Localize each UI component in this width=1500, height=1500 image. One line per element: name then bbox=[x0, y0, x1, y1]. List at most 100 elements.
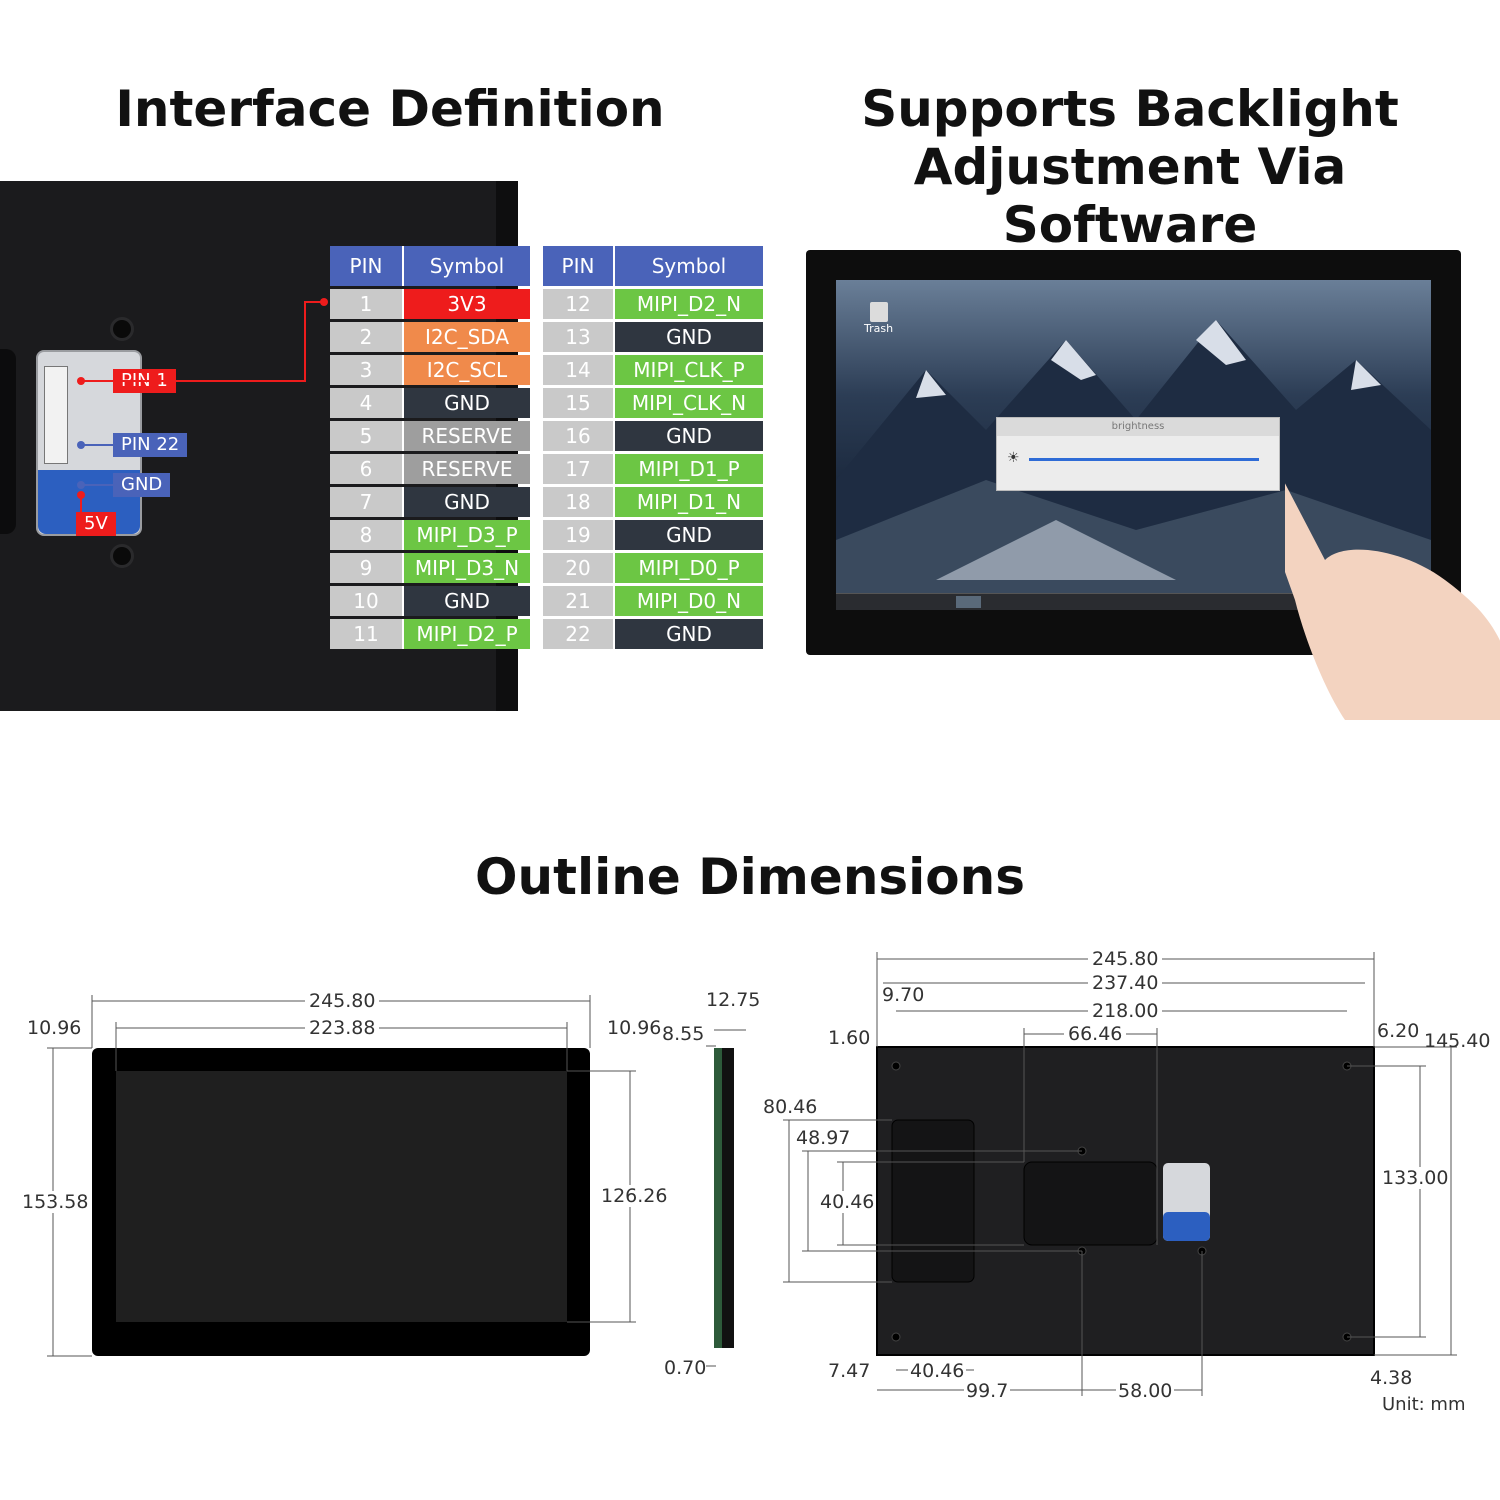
symbol-header: Symbol bbox=[404, 246, 530, 286]
brightness-slider[interactable] bbox=[1029, 458, 1259, 461]
pin-symbol: MIPI_D3_P bbox=[404, 520, 530, 550]
dim-back-box-width: 66.46 bbox=[1064, 1023, 1127, 1045]
pin-symbol: GND bbox=[615, 322, 763, 352]
dim-back-height: 145.40 bbox=[1424, 1030, 1491, 1052]
dim-side-bottom: 0.70 bbox=[664, 1357, 707, 1379]
fpc-connector bbox=[44, 366, 68, 464]
pin-number: 15 bbox=[543, 388, 615, 418]
dim-back-right-offset: 6.20 bbox=[1377, 1020, 1420, 1042]
pin-number: 19 bbox=[543, 520, 615, 550]
pin-symbol: GND bbox=[404, 586, 530, 616]
dim-back-hole-left: 9.70 bbox=[882, 984, 925, 1006]
trash-icon bbox=[870, 302, 888, 322]
dim-back-bottom-span2: 58.00 bbox=[1116, 1380, 1175, 1402]
pin-symbol: MIPI_D1_N bbox=[615, 487, 763, 517]
sun-icon: ☀ bbox=[1007, 450, 1020, 466]
pin-number: 18 bbox=[543, 487, 615, 517]
dim-back-holes-span: 218.00 bbox=[1088, 1000, 1163, 1022]
pin-symbol: MIPI_D0_N bbox=[615, 586, 763, 616]
pin-symbol: MIPI_D3_N bbox=[404, 553, 530, 583]
pin-number: 3 bbox=[330, 355, 404, 385]
dim-front-height: 153.58 bbox=[22, 1191, 89, 1213]
pin-symbol: GND bbox=[615, 619, 763, 649]
pin-symbol: GND bbox=[404, 388, 530, 418]
pin-number: 21 bbox=[543, 586, 615, 616]
pin-symbol: I2C_SDA bbox=[404, 322, 530, 352]
panel-cutout bbox=[0, 349, 16, 534]
pin-symbol: GND bbox=[404, 487, 530, 517]
pin-number: 2 bbox=[330, 322, 404, 352]
backlight-title: Supports Backlight Adjustment Via Softwa… bbox=[790, 80, 1470, 254]
pin-number: 4 bbox=[330, 388, 404, 418]
dim-back-bottom-offset: 7.47 bbox=[828, 1360, 871, 1382]
gnd-label: GND bbox=[113, 473, 171, 497]
taskbar-button[interactable] bbox=[956, 596, 981, 608]
pin-symbol: RESERVE bbox=[404, 454, 530, 484]
dim-side-depth: 8.55 bbox=[662, 1023, 705, 1045]
interface-definition-title: Interface Definition bbox=[115, 80, 665, 138]
pin-symbol: I2C_SCL bbox=[404, 355, 530, 385]
dim-back-width2: 237.40 bbox=[1088, 972, 1163, 994]
backlight-title-line1: Supports Backlight bbox=[861, 80, 1399, 138]
pin-number: 20 bbox=[543, 553, 615, 583]
dim-front-active-height: 126.26 bbox=[601, 1185, 668, 1207]
pin-number: 6 bbox=[330, 454, 404, 484]
trash-desktop-icon[interactable]: Trash bbox=[864, 302, 893, 335]
dim-back-bottom-span: 99.7 bbox=[964, 1380, 1011, 1402]
pin-number: 12 bbox=[543, 289, 615, 319]
pin-number: 8 bbox=[330, 520, 404, 550]
dim-side-thickness: 12.75 bbox=[706, 989, 761, 1011]
pin-symbol: RESERVE bbox=[404, 421, 530, 451]
finger-hand bbox=[1285, 483, 1500, 720]
dim-back-bottom-right: 4.38 bbox=[1370, 1367, 1413, 1389]
pin-number: 13 bbox=[543, 322, 615, 352]
screw-hole bbox=[110, 544, 134, 568]
pin-number: 17 bbox=[543, 454, 615, 484]
pin-header: PIN bbox=[330, 246, 404, 286]
dim-back-width: 245.80 bbox=[1088, 948, 1163, 970]
pin-number: 22 bbox=[543, 619, 615, 649]
taskbar bbox=[836, 593, 1431, 610]
pin-symbol: MIPI_D2_N bbox=[615, 289, 763, 319]
backlight-title-line2: Adjustment Via Software bbox=[913, 138, 1347, 254]
pin-header: PIN bbox=[543, 246, 615, 286]
pin-number: 5 bbox=[330, 421, 404, 451]
dim-front-left-margin: 10.96 bbox=[27, 1017, 82, 1039]
pin-symbol: GND bbox=[615, 421, 763, 451]
pin-number: 1 bbox=[330, 289, 404, 319]
brightness-window-title: brightness bbox=[997, 418, 1279, 436]
5v-label: 5V bbox=[76, 512, 116, 536]
dim-back-bottom-width: 40.46 bbox=[908, 1360, 967, 1382]
pin-number: 7 bbox=[330, 487, 404, 517]
trash-label: Trash bbox=[864, 322, 894, 335]
dim-back-bracket-height: 80.46 bbox=[763, 1096, 818, 1118]
pin-number: 9 bbox=[330, 553, 404, 583]
dim-back-inner-height: 48.97 bbox=[796, 1127, 851, 1149]
pin-number: 10 bbox=[330, 586, 404, 616]
pin-symbol: MIPI_D0_P bbox=[615, 553, 763, 583]
pin-number: 14 bbox=[543, 355, 615, 385]
dim-back-left-offset: 1.60 bbox=[828, 1027, 871, 1049]
symbol-header: Symbol bbox=[615, 246, 763, 286]
pin-number: 11 bbox=[330, 619, 404, 649]
pin-symbol: MIPI_CLK_N bbox=[615, 388, 763, 418]
brightness-window: brightness ☀ bbox=[996, 417, 1280, 491]
pin-symbol: MIPI_D2_P bbox=[404, 619, 530, 649]
